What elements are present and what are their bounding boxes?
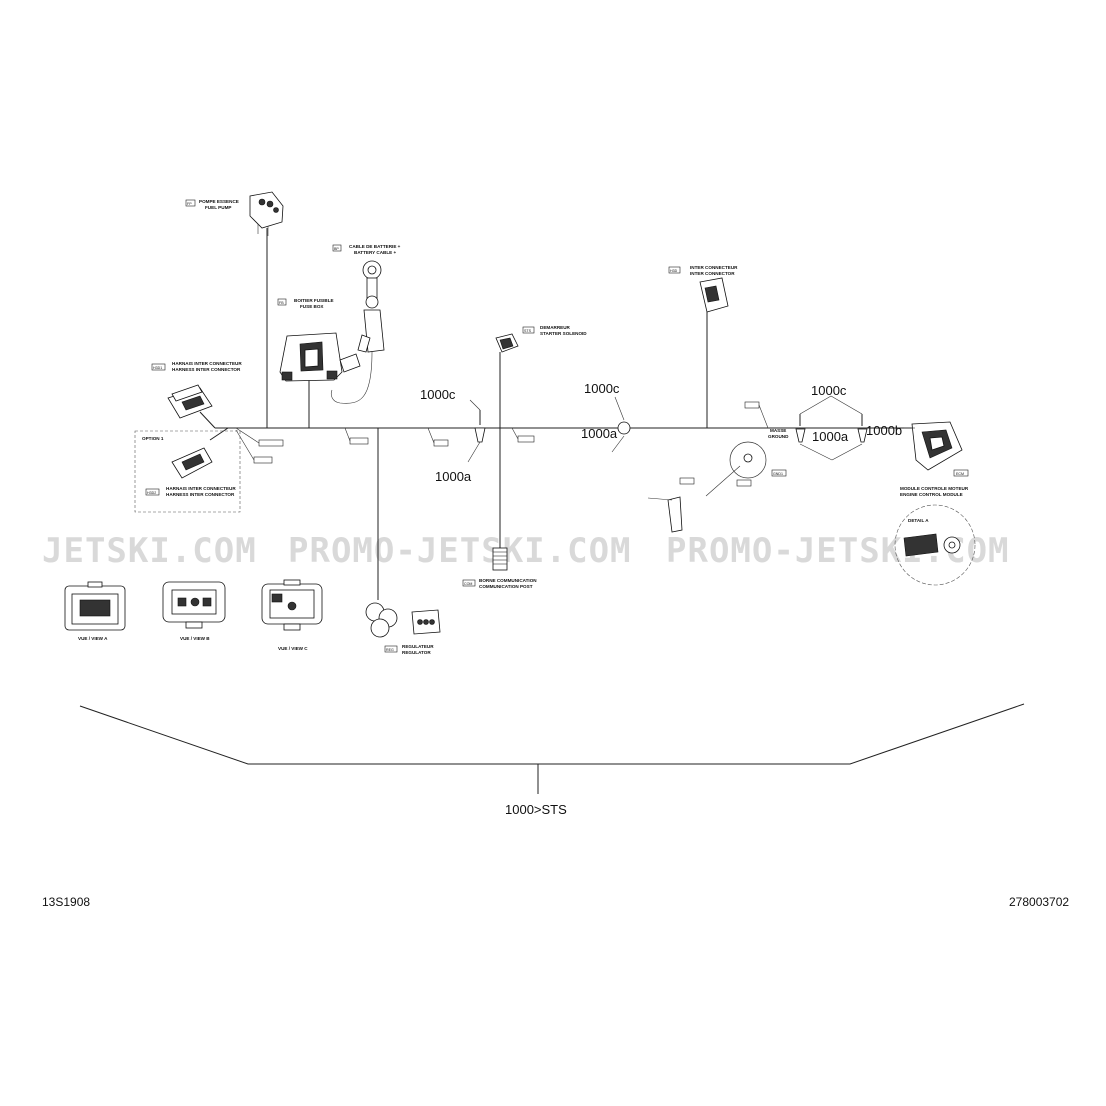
drawing-code-left: 13S1908 xyxy=(42,895,91,909)
callout-1000b: 1000b xyxy=(866,423,902,438)
harness-inter-1-label-fr: HARNAIS INTER CONNECTEUR xyxy=(172,361,242,366)
ecm-code: ECM xyxy=(956,472,964,476)
fuse-box-code: FB xyxy=(279,301,284,305)
starter-code: STS xyxy=(524,329,532,333)
inter-connector: H3D INTER CONNECTEUR INTER CONNECTOR xyxy=(668,265,738,313)
fuel-pump-label-en: FUEL PUMP xyxy=(205,205,231,210)
battery-cable-code: BP xyxy=(334,247,339,251)
assembly-bracket: 1000>STS xyxy=(79,703,1025,817)
ground-label-fr: MASSE xyxy=(770,428,786,433)
starter-label-en: STARTER SOLENOID xyxy=(540,331,587,336)
callout-1000c-3: 1000c xyxy=(811,383,847,398)
ecm-label-en: ENGINE CONTROL MODULE xyxy=(900,492,963,497)
view-c-label: VUE / VIEW C xyxy=(278,646,308,651)
option-box: OPTION 1 H3D2 HARNAIS INTER CONNECTEUR H… xyxy=(134,430,241,513)
inter-connector-label-en: INTER CONNECTOR xyxy=(690,271,735,276)
main-harness xyxy=(199,228,915,600)
comm-post-label-en: COMMUNICATION POST xyxy=(479,584,533,589)
regulator-label-fr: REGULATEUR xyxy=(402,644,434,649)
splice-tag xyxy=(427,427,449,447)
splice-tags xyxy=(235,401,769,464)
battery-cable-label-fr: CABLE DE BATTERIE + xyxy=(349,244,401,249)
fuse-box-label-en: FUSE BOX xyxy=(300,304,324,309)
comm-post-code: COM xyxy=(464,582,472,586)
starter-connector: STS DEMARREUR STARTER SOLENOID xyxy=(495,325,587,353)
splice-tag xyxy=(235,427,284,447)
splice-tag xyxy=(235,429,273,464)
starter-label-fr: DEMARREUR xyxy=(540,325,571,330)
fuse-box: FB BOITIER FUSIBLE FUSE BOX xyxy=(277,298,361,382)
communication-post: COM BORNE COMMUNICATION COMMUNICATION PO… xyxy=(462,547,537,589)
callout-1000c-a-middle: 1000c 1000a xyxy=(581,381,631,453)
engine-control-module: 1000b ECM MODULE CONTROLE MOTEUR ENGINE … xyxy=(866,421,969,497)
ground-code: GND1 xyxy=(773,472,783,476)
regulator-code: REG xyxy=(386,648,394,652)
battery-cable-label-en: BATTERY CABLE + xyxy=(354,250,396,255)
watermark: JETSKI.COM PROMO-JETSKI.COM PROMO-JETSKI… xyxy=(42,531,1010,571)
harness-inter-2-label-fr: HARNAIS INTER CONNECTEUR xyxy=(166,486,236,491)
harness-inter-2-code: H3D2 xyxy=(147,491,156,495)
callout-1000c-a-left: 1000c 1000a xyxy=(420,387,486,484)
splice-tag xyxy=(511,427,535,443)
fuel-pump-label-fr: POMPE ESSENCE xyxy=(199,199,239,204)
harness-inter-1-code: H3D1 xyxy=(153,366,162,370)
callout-1000a-3: 1000a xyxy=(812,429,849,444)
splice-tag xyxy=(344,427,369,445)
assembly-label: 1000>STS xyxy=(505,802,567,817)
harness-inter-1-label-en: HARNESS INTER CONNECTOR xyxy=(172,367,241,372)
regulator: REG REGULATEUR REGULATOR xyxy=(365,602,441,655)
connector-view-a: VUE / VIEW A xyxy=(64,581,126,641)
connector-view-c: VUE / VIEW C xyxy=(261,579,323,651)
ground-label-en: GROUND xyxy=(768,434,789,439)
view-a-label: VUE / VIEW A xyxy=(78,636,108,641)
ecm-label-fr: MODULE CONTROLE MOTEUR xyxy=(900,486,969,491)
callout-1000c-2: 1000c xyxy=(584,381,620,396)
splice-tag xyxy=(744,401,769,429)
watermark-middle: PROMO-JETSKI.COM xyxy=(288,531,632,571)
harness-inter-connector-1: H3D1 HARNAIS INTER CONNECTEUR HARNESS IN… xyxy=(151,361,242,419)
detail-a-label: DETAIL A xyxy=(908,518,929,523)
inter-connector-code: H3D xyxy=(670,269,678,273)
fuel-pump-connector: FP POMPE ESSENCE FUEL PUMP xyxy=(185,191,284,236)
watermark-left: JETSKI.COM xyxy=(42,531,257,571)
connector-view-b: VUE / VIEW B xyxy=(162,581,226,641)
fuel-pump-code: FP xyxy=(187,202,192,206)
callout-1000c-1: 1000c xyxy=(420,387,456,402)
regulator-label-en: REGULATOR xyxy=(402,650,431,655)
comm-post-label-fr: BORNE COMMUNICATION xyxy=(479,578,537,583)
callout-1000a-2: 1000a xyxy=(581,426,618,441)
battery-cable: BP CABLE DE BATTERIE + BATTERY CABLE + xyxy=(332,244,401,353)
inter-connector-label-fr: INTER CONNECTEUR xyxy=(690,265,738,270)
ground-terminal: GND1 MASSE GROUND xyxy=(647,428,789,533)
watermark-right: PROMO-JETSKI.COM xyxy=(666,531,1010,571)
detail-a: DETAIL A xyxy=(894,504,976,586)
option-label: OPTION 1 xyxy=(142,436,164,441)
harness-inter-2-label-en: HARNESS INTER CONNECTOR xyxy=(166,492,235,497)
fuse-box-label-fr: BOITIER FUSIBLE xyxy=(294,298,334,303)
callout-1000a-1: 1000a xyxy=(435,469,472,484)
drawing-code-right: 278003702 xyxy=(1009,895,1070,909)
view-b-label: VUE / VIEW B xyxy=(180,636,210,641)
callout-1000c-a-right: 1000c 1000a xyxy=(795,383,868,461)
